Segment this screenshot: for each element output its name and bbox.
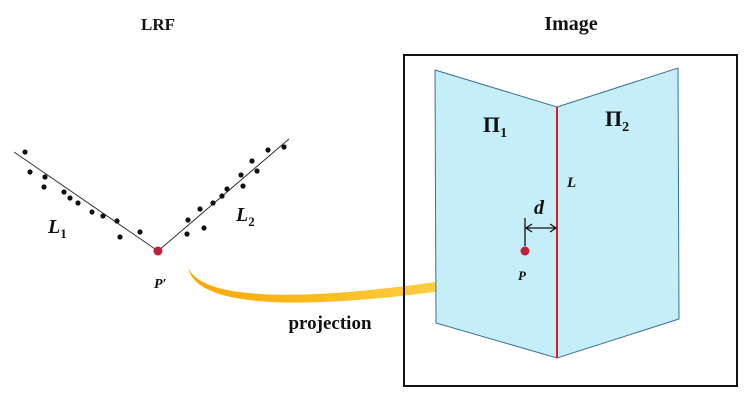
lrf-scan <box>13 138 290 256</box>
label-l1-name: L <box>47 216 60 238</box>
distance-arrowhead-right <box>549 223 558 233</box>
label-l2-name: L <box>235 204 248 226</box>
scan-line-l1 <box>13 151 159 252</box>
scan-point <box>41 184 47 190</box>
scan-point <box>201 225 207 231</box>
scan-point <box>224 186 230 192</box>
scan-point <box>281 144 287 150</box>
scan-point <box>219 193 225 199</box>
scan-point <box>254 168 260 174</box>
scan-point <box>184 231 190 237</box>
label-l2: L2 <box>235 204 255 229</box>
image-frame <box>403 54 738 387</box>
label-d: d <box>534 197 545 219</box>
scan-point <box>249 158 255 164</box>
image-title: Image <box>544 13 597 35</box>
scan-point <box>27 169 33 175</box>
label-pi-2-name: Π <box>605 106 622 131</box>
scan-points <box>22 144 287 240</box>
corner-point-p-prime <box>153 246 163 256</box>
scan-point <box>67 195 73 201</box>
scan-point <box>197 206 203 212</box>
scan-point <box>185 217 191 223</box>
distance-arrowhead-left <box>524 223 533 233</box>
projection-arrow-body <box>188 267 470 303</box>
label-edge-l: L <box>566 175 576 191</box>
scan-point <box>61 189 67 195</box>
projection-label: projection <box>288 313 371 334</box>
scan-point <box>100 213 106 219</box>
point-p <box>520 246 530 256</box>
scan-point <box>210 200 216 206</box>
label-l1: L1 <box>47 216 67 241</box>
scan-point <box>240 183 246 189</box>
scan-point <box>137 229 143 235</box>
label-pi-1-name: Π <box>483 112 500 137</box>
scan-point <box>114 218 120 224</box>
label-p-prime: P′ <box>154 277 167 292</box>
label-p: P <box>518 268 527 283</box>
label-l1-sub: 1 <box>60 226 67 241</box>
scan-point <box>117 234 123 240</box>
label-pi-1: Π1 <box>483 112 507 141</box>
scan-point <box>75 200 81 206</box>
scan-point <box>238 172 244 178</box>
lrf-title: LRF <box>141 15 175 34</box>
scan-point <box>42 174 48 180</box>
distance-marker <box>524 218 558 246</box>
label-pi-2: Π2 <box>605 106 629 135</box>
scan-point <box>89 209 95 215</box>
label-l2-sub: 2 <box>248 214 255 229</box>
scan-point <box>265 147 271 153</box>
label-pi-2-sub: 2 <box>622 120 629 135</box>
label-pi-1-sub: 1 <box>500 126 507 141</box>
scan-point <box>22 149 28 155</box>
